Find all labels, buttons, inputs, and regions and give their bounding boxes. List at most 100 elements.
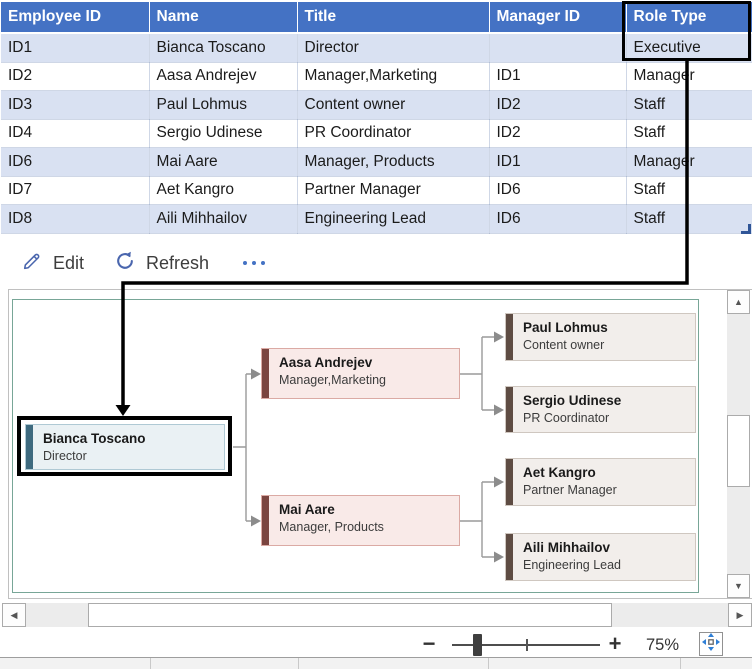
node-color-bar — [506, 534, 513, 580]
node-name: Sergio Udinese — [523, 393, 622, 408]
edit-button[interactable]: Edit — [22, 250, 84, 276]
cell-employee-id[interactable]: ID6 — [1, 147, 150, 177]
scroll-left-button[interactable]: ◀ — [2, 603, 26, 627]
triangle-right-icon: ▶ — [736, 609, 744, 620]
org-node-aasa-andrejev[interactable]: Aasa Andrejev Manager,Marketing — [261, 348, 460, 399]
pencil-icon — [22, 250, 43, 276]
spreadsheet-row-strip — [0, 657, 752, 669]
cell-employee-id[interactable]: ID1 — [1, 33, 150, 63]
triangle-left-icon: ◀ — [10, 609, 18, 620]
cell-name[interactable]: Aili Mihhailov — [149, 204, 298, 234]
node-color-bar — [506, 314, 513, 360]
cell-title[interactable]: Engineering Lead — [297, 204, 490, 234]
refresh-label: Refresh — [146, 252, 210, 273]
cell-role-type[interactable]: Staff — [626, 176, 752, 205]
column-header-employee-id[interactable]: Employee ID — [1, 2, 150, 34]
node-title: Manager, Products — [279, 520, 384, 535]
cell-name[interactable]: Aet Kangro — [149, 176, 298, 205]
cell-employee-id[interactable]: ID4 — [1, 119, 150, 148]
horizontal-scrollbar-thumb[interactable] — [88, 603, 612, 627]
node-color-bar — [506, 459, 513, 505]
node-title: Engineering Lead — [523, 558, 621, 573]
horizontal-scrollbar[interactable]: ◀ ▶ — [2, 603, 752, 627]
scroll-down-button[interactable]: ▼ — [727, 574, 750, 598]
cell-manager-id[interactable]: ID1 — [489, 62, 627, 91]
zoom-out-button[interactable]: − — [422, 631, 436, 656]
cell-role-type[interactable]: Executive — [626, 33, 752, 63]
table-row: ID6 Mai Aare Manager, Products ID1 Manag… — [1, 147, 752, 177]
cell-role-type[interactable]: Manager — [626, 147, 752, 177]
employee-table: Employee ID Name Title Manager ID Role T… — [1, 2, 752, 234]
cell-name[interactable]: Mai Aare — [149, 147, 298, 177]
table-row: ID4 Sergio Udinese PR Coordinator ID2 St… — [1, 119, 752, 148]
cell-role-type[interactable]: Staff — [626, 90, 752, 120]
triangle-down-icon: ▼ — [734, 580, 743, 591]
vertical-scrollbar-thumb[interactable] — [727, 415, 750, 487]
node-color-bar — [262, 496, 269, 545]
cell-manager-id[interactable]: ID6 — [489, 176, 627, 205]
cell-employee-id[interactable]: ID3 — [1, 90, 150, 120]
visualizer-toolbar: Edit Refresh — [0, 245, 269, 281]
cell-name[interactable]: Sergio Udinese — [149, 119, 298, 148]
node-title: Manager,Marketing — [279, 373, 387, 388]
cell-title[interactable]: Director — [297, 33, 490, 63]
cell-title[interactable]: Content owner — [297, 90, 490, 120]
org-node-sergio-udinese[interactable]: Sergio Udinese PR Coordinator — [505, 386, 696, 433]
table-row: ID3 Paul Lohmus Content owner ID2 Staff — [1, 90, 752, 120]
cell-title[interactable]: PR Coordinator — [297, 119, 490, 148]
zoom-level-value: 75% — [646, 636, 680, 654]
cell-manager-id[interactable]: ID2 — [489, 90, 627, 120]
scroll-up-button[interactable]: ▲ — [727, 290, 750, 314]
cell-manager-id[interactable]: ID2 — [489, 119, 627, 148]
org-node-mai-aare[interactable]: Mai Aare Manager, Products — [261, 495, 460, 546]
gridline — [488, 658, 489, 669]
node-name: Bianca Toscano — [43, 431, 146, 446]
cell-name[interactable]: Paul Lohmus — [149, 90, 298, 120]
node-name: Aasa Andrejev — [279, 355, 373, 370]
node-title: Partner Manager — [523, 483, 617, 498]
table-row: ID8 Aili Mihhailov Engineering Lead ID6 … — [1, 204, 752, 234]
column-header-role-type[interactable]: Role Type — [626, 2, 752, 34]
gridline — [680, 658, 681, 669]
zoom-slider-midpoint-tick — [526, 639, 528, 651]
fit-page-to-window-button[interactable] — [699, 632, 723, 656]
node-title: Director — [43, 449, 87, 464]
cell-employee-id[interactable]: ID2 — [1, 62, 150, 91]
node-color-bar — [262, 349, 269, 398]
cell-title[interactable]: Partner Manager — [297, 176, 490, 205]
table-row: ID7 Aet Kangro Partner Manager ID6 Staff — [1, 176, 752, 205]
table-resize-handle[interactable] — [741, 224, 751, 234]
node-name: Paul Lohmus — [523, 320, 608, 335]
table-header-row: Employee ID Name Title Manager ID Role T… — [1, 2, 752, 34]
table-row: ID2 Aasa Andrejev Manager,Marketing ID1 … — [1, 62, 752, 91]
scroll-right-button[interactable]: ▶ — [728, 603, 752, 627]
org-node-bianca-toscano[interactable]: Bianca Toscano Director — [25, 424, 225, 470]
cell-employee-id[interactable]: ID8 — [1, 204, 150, 234]
node-color-bar — [26, 425, 33, 469]
refresh-button[interactable]: Refresh — [114, 250, 209, 277]
cell-name[interactable]: Bianca Toscano — [149, 33, 298, 63]
cell-manager-id[interactable] — [489, 33, 627, 63]
cell-role-type[interactable]: Staff — [626, 119, 752, 148]
column-header-manager-id[interactable]: Manager ID — [489, 2, 627, 34]
org-node-aili-mihhailov[interactable]: Aili Mihhailov Engineering Lead — [505, 533, 696, 581]
cell-name[interactable]: Aasa Andrejev — [149, 62, 298, 91]
zoom-slider-handle[interactable] — [473, 634, 482, 656]
cell-manager-id[interactable]: ID1 — [489, 147, 627, 177]
node-name: Aili Mihhailov — [523, 540, 611, 555]
org-node-paul-lohmus[interactable]: Paul Lohmus Content owner — [505, 313, 696, 361]
cell-manager-id[interactable]: ID6 — [489, 204, 627, 234]
cell-employee-id[interactable]: ID7 — [1, 176, 150, 205]
cell-role-type[interactable]: Manager — [626, 62, 752, 91]
cell-title[interactable]: Manager, Products — [297, 147, 490, 177]
cell-role-type[interactable]: Staff — [626, 204, 752, 234]
vertical-scrollbar[interactable]: ▲ ▼ — [727, 290, 750, 598]
cell-title[interactable]: Manager,Marketing — [297, 62, 490, 91]
column-header-title[interactable]: Title — [297, 2, 490, 34]
org-node-aet-kangro[interactable]: Aet Kangro Partner Manager — [505, 458, 696, 506]
node-color-bar — [506, 387, 513, 432]
zoom-in-button[interactable]: + — [608, 631, 622, 656]
column-header-name[interactable]: Name — [149, 2, 298, 34]
more-options-button[interactable] — [239, 255, 269, 271]
